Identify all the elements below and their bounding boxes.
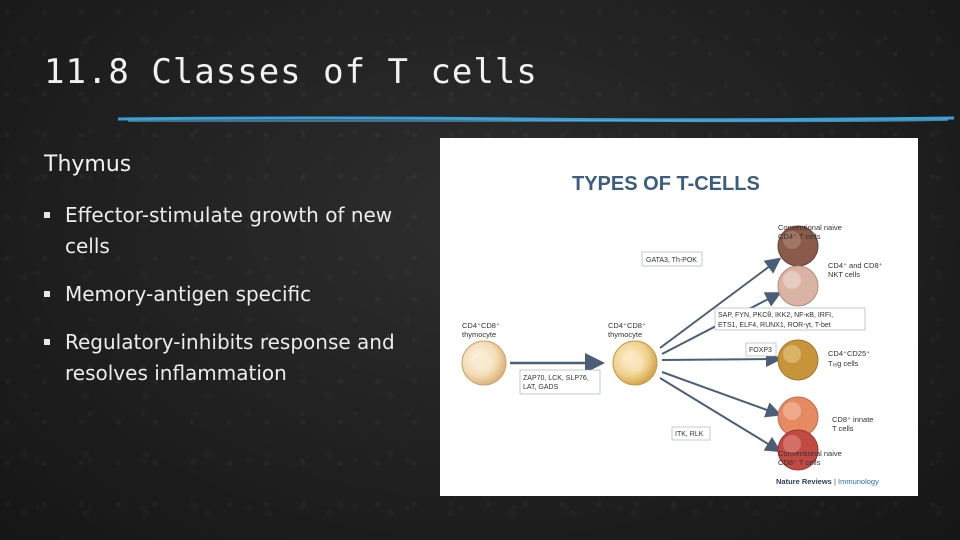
cell-label-1: Conventional naive [778,449,842,458]
gata-box-text: GATA3, Th-POK [646,257,697,264]
cell-label-2: T cells [832,424,854,433]
cell-label-2: CD8⁺ T cells [778,458,821,467]
left-cell-label-2: thymocyte [462,330,496,339]
zap-box-line-2: LAT, GADS [523,384,559,391]
bullet-item: Regulatory-inhibits response and resolve… [44,327,414,389]
itk-box [671,426,711,441]
middle-nucleus [626,354,644,372]
cell-label-1: CD8⁺ innate [832,415,873,424]
bullet-text: Regulatory-inhibits response and resolve… [65,330,395,385]
title-underline [118,116,954,123]
zap-box [519,369,601,395]
bullet-list: Effector-stimulate growth of new cells M… [44,200,414,406]
bullet-item: Memory-antigen specific [44,279,414,310]
arrow-to-cd4-naive [659,257,782,349]
output-cell-nkt: CD4⁺ and CD8⁺ NKT cells [777,261,883,307]
cell-label-2: Tᵣₑg cells [828,359,859,368]
foxp3-box-text: FOXP3 [749,347,772,354]
bullet-item: Effector-stimulate growth of new cells [44,200,414,262]
slide-title: 11.8 Classes of T cells [44,52,538,92]
cell-label-1: CD4⁺CD25⁺ [828,349,870,358]
sap-box-line-2: ETS1, ELF4, RUNX1, ROR-γt, T-bet [718,322,831,329]
t-cell-types-figure: TYPES OF T-CELLS CD4⁺CD8⁺ thymocyte ZAP7… [440,138,918,496]
square-bullet-icon [44,212,50,218]
middle-cell-label-1: CD4⁺CD8⁺ [608,321,646,330]
cell-label-2: NKT cells [828,270,860,279]
arrow-to-cd8-naive [659,377,782,453]
cell-label-1: CD4⁺ and CD8⁺ [828,261,883,270]
figure-svg: TYPES OF T-CELLS CD4⁺CD8⁺ thymocyte ZAP7… [461,173,883,486]
cell-highlight [783,231,801,249]
subtitle-thymus: Thymus [44,152,132,177]
cell-highlight [783,271,801,289]
itk-box-text: ITK, RLK [675,431,704,438]
zap-box-line-1: ZAP70, LCK, SLP76, [523,375,589,382]
output-cell-cd8-innate: CD8⁺ innate T cells [777,396,873,438]
arrow-to-cd8-innate [661,371,782,418]
cell-label-2: CD4⁺ T cells [778,232,821,241]
cell-highlight [783,402,801,420]
square-bullet-icon [44,339,50,345]
output-cell-cd8-naive: Conventional naive CD8⁺ T cells [777,429,842,471]
left-cell-label-1: CD4⁺CD8⁺ [462,321,500,330]
foxp3-box [745,342,777,357]
bullet-text: Effector-stimulate growth of new cells [65,203,393,258]
gata-box [641,251,703,267]
middle-cell-label-2: thymocyte [608,330,642,339]
arrow-to-treg [661,351,782,368]
sap-box [714,307,866,331]
figure-title: TYPES OF T-CELLS [572,173,760,195]
left-nucleus [475,354,493,372]
cell-highlight [783,345,801,363]
square-bullet-icon [44,291,50,297]
cell-highlight [783,435,801,453]
output-cell-cd4-naive: Conventional naive CD4⁺ T cells [777,223,842,267]
cell-label-1: Conventional naive [778,223,842,232]
sap-box-line-1: SAP, FYN, PKCθ, IKK2, NF-κB, IRFI, [718,312,833,319]
bullet-text: Memory-antigen specific [65,282,312,306]
figure-credit: Nature Reviews | Immunology [776,477,879,486]
output-cell-treg: CD4⁺CD25⁺ Tᵣₑg cells [777,339,870,381]
